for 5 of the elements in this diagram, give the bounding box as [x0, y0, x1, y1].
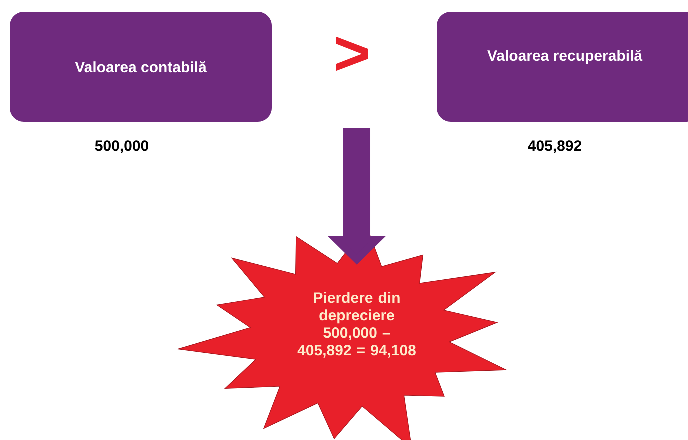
rounded-box: Valoarea contabilă [10, 12, 272, 122]
comparison-sign: > [336, 36, 368, 72]
rounded-box: Valoarea recuperabilă [437, 12, 688, 122]
value-label: 500,000 [95, 140, 148, 154]
value-label: 405,892 [528, 140, 582, 154]
